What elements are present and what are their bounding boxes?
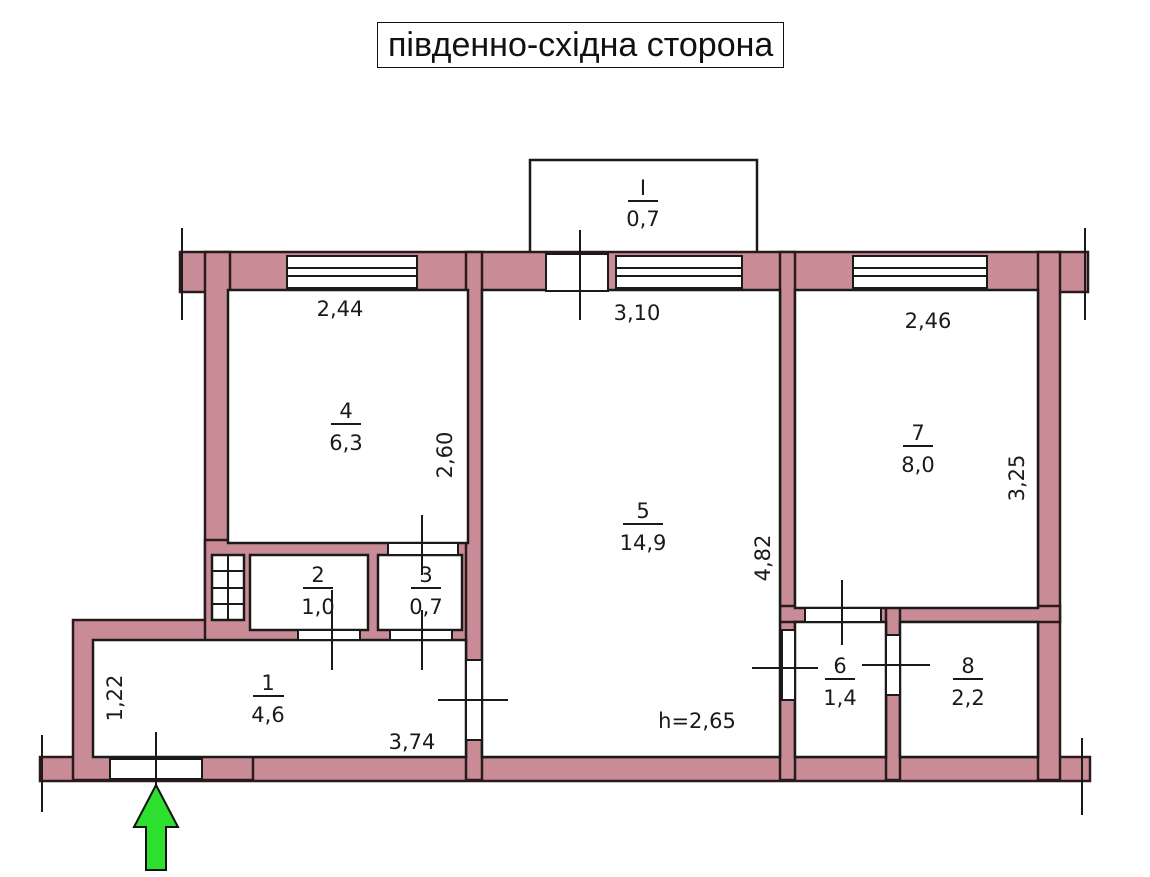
dim-r4-width: 2,44 (317, 297, 364, 321)
dim-r7-width: 2,46 (905, 309, 952, 333)
dim-r1-width: 3,74 (389, 730, 436, 754)
east-wall (1036, 250, 1062, 782)
svg-text:6,3: 6,3 (329, 431, 362, 455)
room-label-3: 30,7 (409, 563, 442, 619)
room-label-6: 61,4 (823, 654, 856, 710)
room-label-1: 14,6 (251, 671, 284, 727)
svg-text:0,7: 0,7 (409, 595, 442, 619)
room-2 (248, 553, 370, 632)
room-label-4: 46,3 (329, 399, 362, 455)
room-label-balcony: I 0,7 (626, 176, 659, 231)
room-4 (226, 288, 470, 545)
dim-r7-depth: 3,25 (1005, 455, 1029, 502)
svg-text:2,2: 2,2 (951, 686, 984, 710)
svg-text:3: 3 (419, 563, 432, 587)
svg-text:1,0: 1,0 (301, 595, 334, 619)
dim-r4-depth: 2,60 (433, 432, 457, 479)
svg-text:8,0: 8,0 (901, 453, 934, 477)
svg-text:1: 1 (261, 671, 274, 695)
room-6 (793, 620, 888, 759)
windows (286, 255, 988, 289)
room-label-8: 82,2 (951, 654, 984, 710)
svg-text:7: 7 (911, 421, 924, 445)
dim-r5-width: 3,10 (614, 301, 661, 325)
svg-text:4: 4 (339, 399, 352, 423)
svg-text:2: 2 (311, 563, 324, 587)
svg-text:4,6: 4,6 (251, 703, 284, 727)
room-label-5: 514,9 (620, 499, 667, 555)
ceiling-height: h=2,65 (658, 709, 736, 733)
dim-r1-depth: 1,22 (103, 675, 127, 722)
svg-text:6: 6 (833, 654, 846, 678)
room-8 (898, 620, 1040, 759)
svg-text:14,9: 14,9 (620, 531, 667, 555)
dim-r5-depth: 4,82 (751, 535, 775, 582)
entrance-arrow-icon (132, 782, 180, 871)
room-label-7: 78,0 (901, 421, 934, 477)
dimension-ticks (41, 228, 1086, 815)
svg-text:0,7: 0,7 (626, 207, 659, 231)
room-label-2: 21,0 (301, 563, 334, 619)
orientation-label: південно-східна сторона (377, 22, 785, 68)
balcony (528, 158, 759, 256)
room-7 (793, 288, 1040, 610)
vent-shaft-icon (210, 553, 246, 622)
svg-text:1,4: 1,4 (823, 686, 856, 710)
svg-text:5: 5 (636, 499, 649, 523)
svg-text:8: 8 (961, 654, 974, 678)
svg-text:I: I (640, 176, 646, 200)
